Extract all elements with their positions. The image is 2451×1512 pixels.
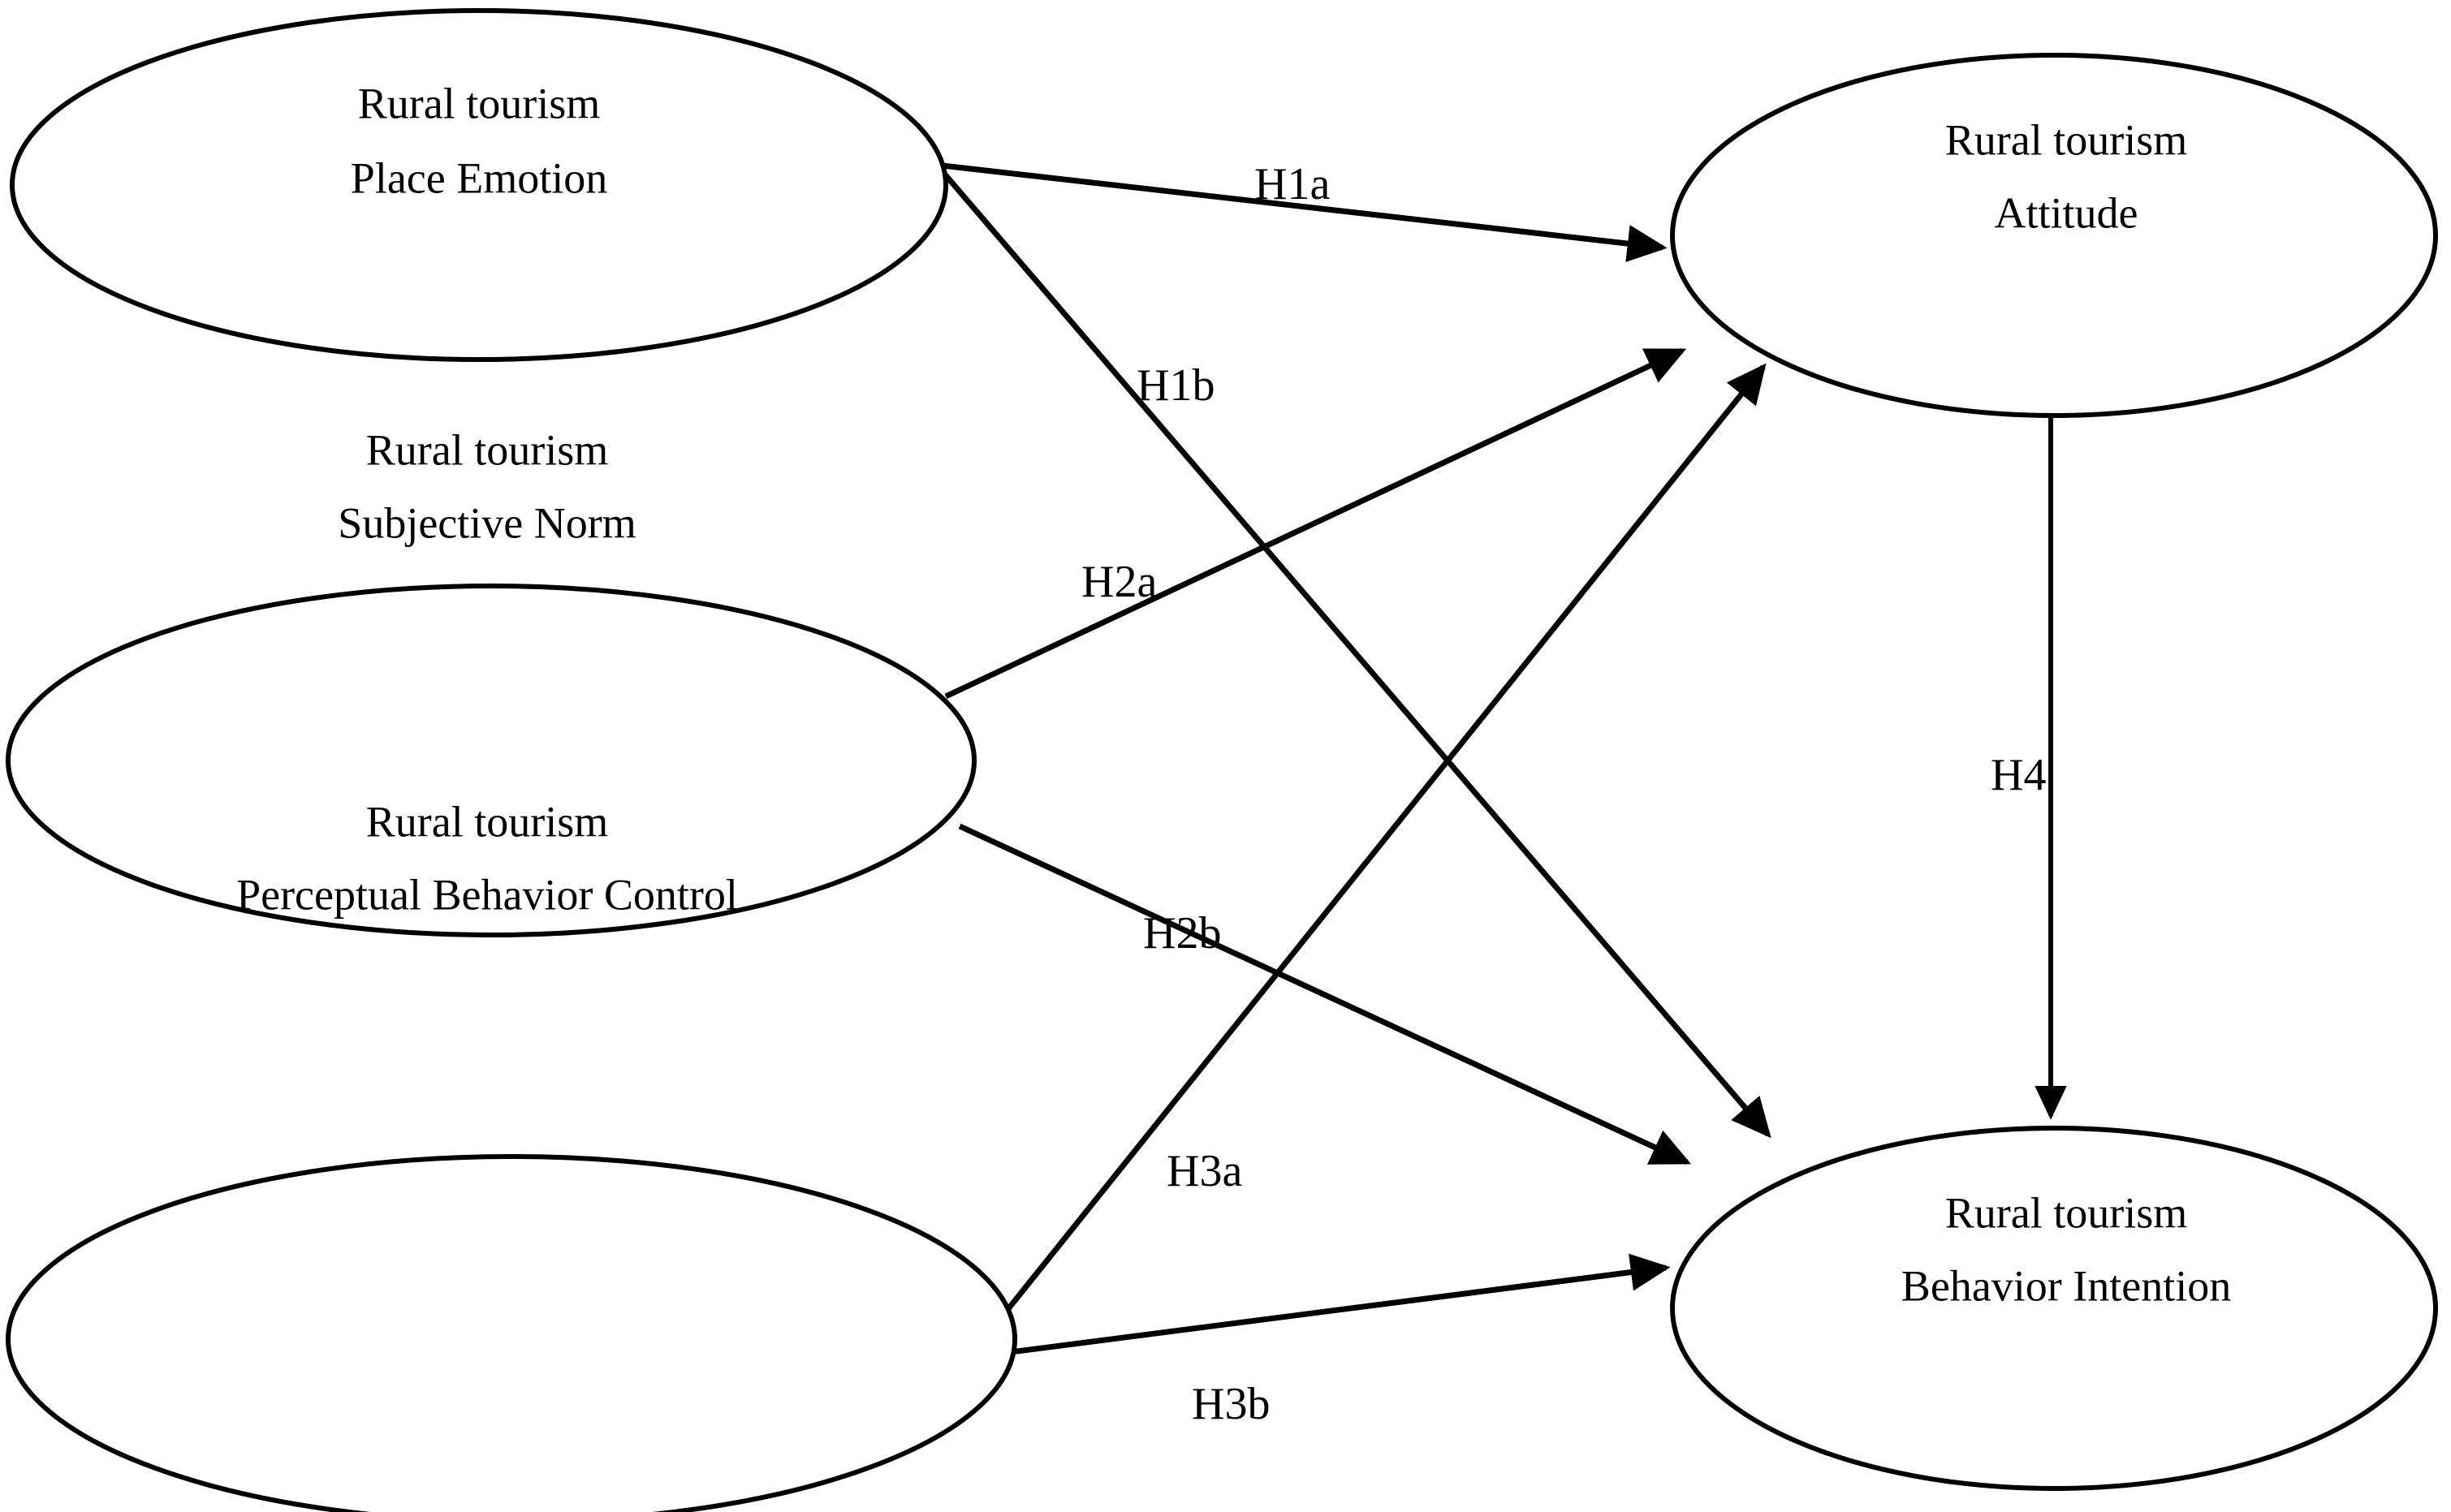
node-attitude-line1: Rural tourism: [1945, 115, 2187, 164]
edge-label-h1b: H1b: [1137, 360, 1215, 411]
edge-h2b-line: [958, 823, 1692, 1165]
edge-h1a-line: [934, 162, 1668, 263]
node-behavior-intention-line2: Behavior Intention: [1901, 1261, 2231, 1310]
edge-h3b-line: [972, 1253, 1671, 1360]
node-place-emotion-line2: Place Emotion: [351, 153, 607, 202]
node-perceptual-behavior-control-line1: Rural tourism: [366, 797, 608, 846]
edge-h3a-line: [972, 363, 1767, 1354]
node-place-emotion-line1: Rural tourism: [358, 79, 600, 127]
edge-label-h3b: H3b: [1192, 1379, 1270, 1429]
node-perceptual-behavior-control[interactable]: [6, 1154, 1017, 1512]
edge-label-h1a: H1a: [1254, 159, 1330, 209]
node-subjective-norm[interactable]: [6, 584, 977, 937]
node-behavior-intention[interactable]: [1670, 1126, 2438, 1491]
edge-label-h2a: H2a: [1081, 557, 1157, 607]
edge-label-h2b: H2b: [1143, 908, 1221, 958]
node-subjective-norm-line2: Subjective Norm: [338, 498, 636, 547]
edge-h2a-line: [944, 347, 1687, 700]
node-perceptual-behavior-control-line2: Perceptual Behavior Control: [236, 870, 738, 919]
node-attitude[interactable]: [1670, 53, 2438, 418]
edge-label-h4: H4: [1991, 750, 2046, 800]
node-behavior-intention-line1: Rural tourism: [1945, 1188, 2187, 1237]
node-attitude-line2: Attitude: [1995, 188, 2138, 237]
node-subjective-norm-line1: Rural tourism: [366, 425, 608, 474]
edge-h1b-line: [938, 166, 1771, 1139]
edge-label-h3a: H3a: [1167, 1146, 1242, 1196]
node-place-emotion[interactable]: [10, 8, 948, 362]
